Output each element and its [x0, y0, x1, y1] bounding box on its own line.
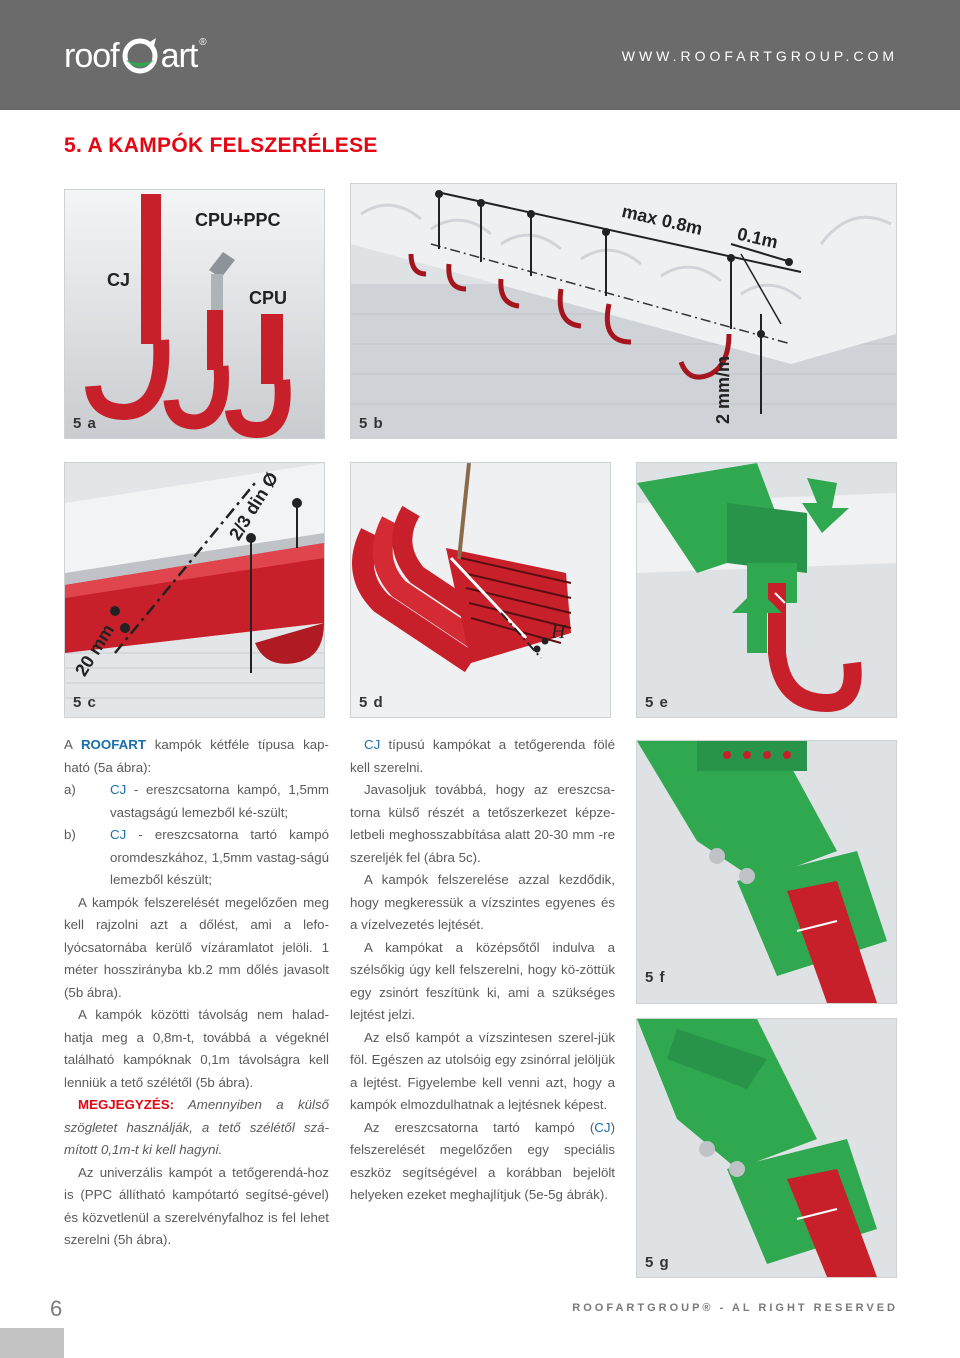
figure-5f: 5 f	[636, 740, 897, 1004]
label-cpu: CPU	[249, 288, 288, 308]
figure-label: 5 f	[645, 969, 666, 986]
label-h: H	[551, 621, 566, 643]
bending-tool-detail-f	[637, 741, 896, 1003]
figure-label: 5 e	[645, 694, 669, 711]
note-label: MEGJEGYZÉS:	[78, 1097, 175, 1112]
figure-label: 5 g	[645, 1254, 670, 1271]
paragraph: A kampókat a középsőtől indulva a szélső…	[350, 939, 615, 1023]
figure-5e: 5 e	[636, 462, 897, 718]
footer-bar	[0, 1328, 64, 1358]
paragraph: Az első kampót a vízszintesen szerel-jük…	[350, 1029, 615, 1113]
paragraph: A kampók felszerelését megelőzően meg ke…	[64, 894, 329, 1000]
figure-5b: max 0.8m 0.1m 2 mm/m 5 b	[350, 183, 897, 439]
figure-label: 5 b	[359, 415, 384, 432]
note-paragraph: MEGJEGYZÉS: Amennyiben a külső szögletet…	[64, 1097, 329, 1157]
paragraph: A kampók felszerelése azzal kezdődik, ho…	[350, 872, 615, 932]
figure-label: 5 d	[359, 694, 384, 711]
paragraph: CJ típusú kampókat a tetőgerenda fölé ke…	[350, 737, 615, 775]
hook-types-illustration	[65, 190, 324, 438]
intro-paragraph: A ROOFART kampók kétféle típusa kap-ható…	[64, 737, 329, 775]
logo-registered: ®	[199, 36, 206, 48]
bending-tool-detail-g	[637, 1019, 896, 1277]
figure-5a: CJ CPU+PPC CPU 5 a	[64, 189, 325, 439]
left-text-column: A ROOFART kampók kétféle típusa kap-ható…	[64, 734, 329, 1252]
label-cj: CJ	[107, 270, 131, 290]
figure-5d: H 5 d	[350, 462, 611, 718]
figure-label: 5 c	[73, 694, 97, 711]
page-header: roof art ® WWW.ROOFARTGROUP.COM	[0, 0, 960, 110]
cj-term: CJ	[110, 782, 127, 797]
brand-name: ROOFART	[80, 737, 146, 752]
footer-rights: ROOFARTGROUP® - AL RIGHT RESERVED	[572, 1302, 898, 1314]
website-url[interactable]: WWW.ROOFARTGROUP.COM	[621, 48, 898, 64]
cj-term: CJ	[364, 737, 381, 752]
figure-5g: 5 g	[636, 1018, 897, 1278]
list-item: a)CJ - ereszcsatorna kampó, 1,5mm vastag…	[64, 782, 329, 820]
hook-spacing-illustration	[351, 184, 896, 438]
logo-text-roof: roof	[64, 36, 120, 75]
paragraph: Javasoljuk továbbá, hogy az ereszcsa-tor…	[350, 782, 615, 865]
label-slope: 2 mm/m	[713, 355, 733, 424]
page-number: 6	[50, 1296, 63, 1321]
label-cpu-ppc: CPU+PPC	[195, 210, 281, 230]
figure-5c: 2/3 din Ø 20 mm 5 c	[64, 462, 325, 718]
roofart-logo: roof art ®	[64, 36, 207, 76]
paragraph: Az ereszcsatorna tartó kampó (CJ) felsze…	[350, 1119, 615, 1203]
hook-marking-illustration	[351, 463, 610, 717]
logo-text-art: art	[160, 36, 199, 75]
bending-tool-illustration	[637, 463, 896, 717]
paragraph: A kampók közötti távolság nem halad-hatj…	[64, 1007, 329, 1090]
cj-term: CJ	[594, 1119, 611, 1135]
logo-ring-icon	[122, 38, 158, 74]
cj-term: CJ	[110, 827, 127, 842]
gutter-position-illustration	[65, 463, 324, 717]
figure-label: 5 a	[73, 415, 97, 432]
paragraph: Az univerzális kampót a tetőgerendá-hoz …	[64, 1164, 329, 1248]
list-item: b)CJ - ereszcsatorna tartó kampó oromdes…	[64, 827, 329, 887]
middle-text-column: CJ típusú kampókat a tetőgerenda fölé ke…	[350, 734, 615, 1207]
page-title: 5. A KAMPÓK FELSZERÉLESE	[64, 134, 378, 157]
